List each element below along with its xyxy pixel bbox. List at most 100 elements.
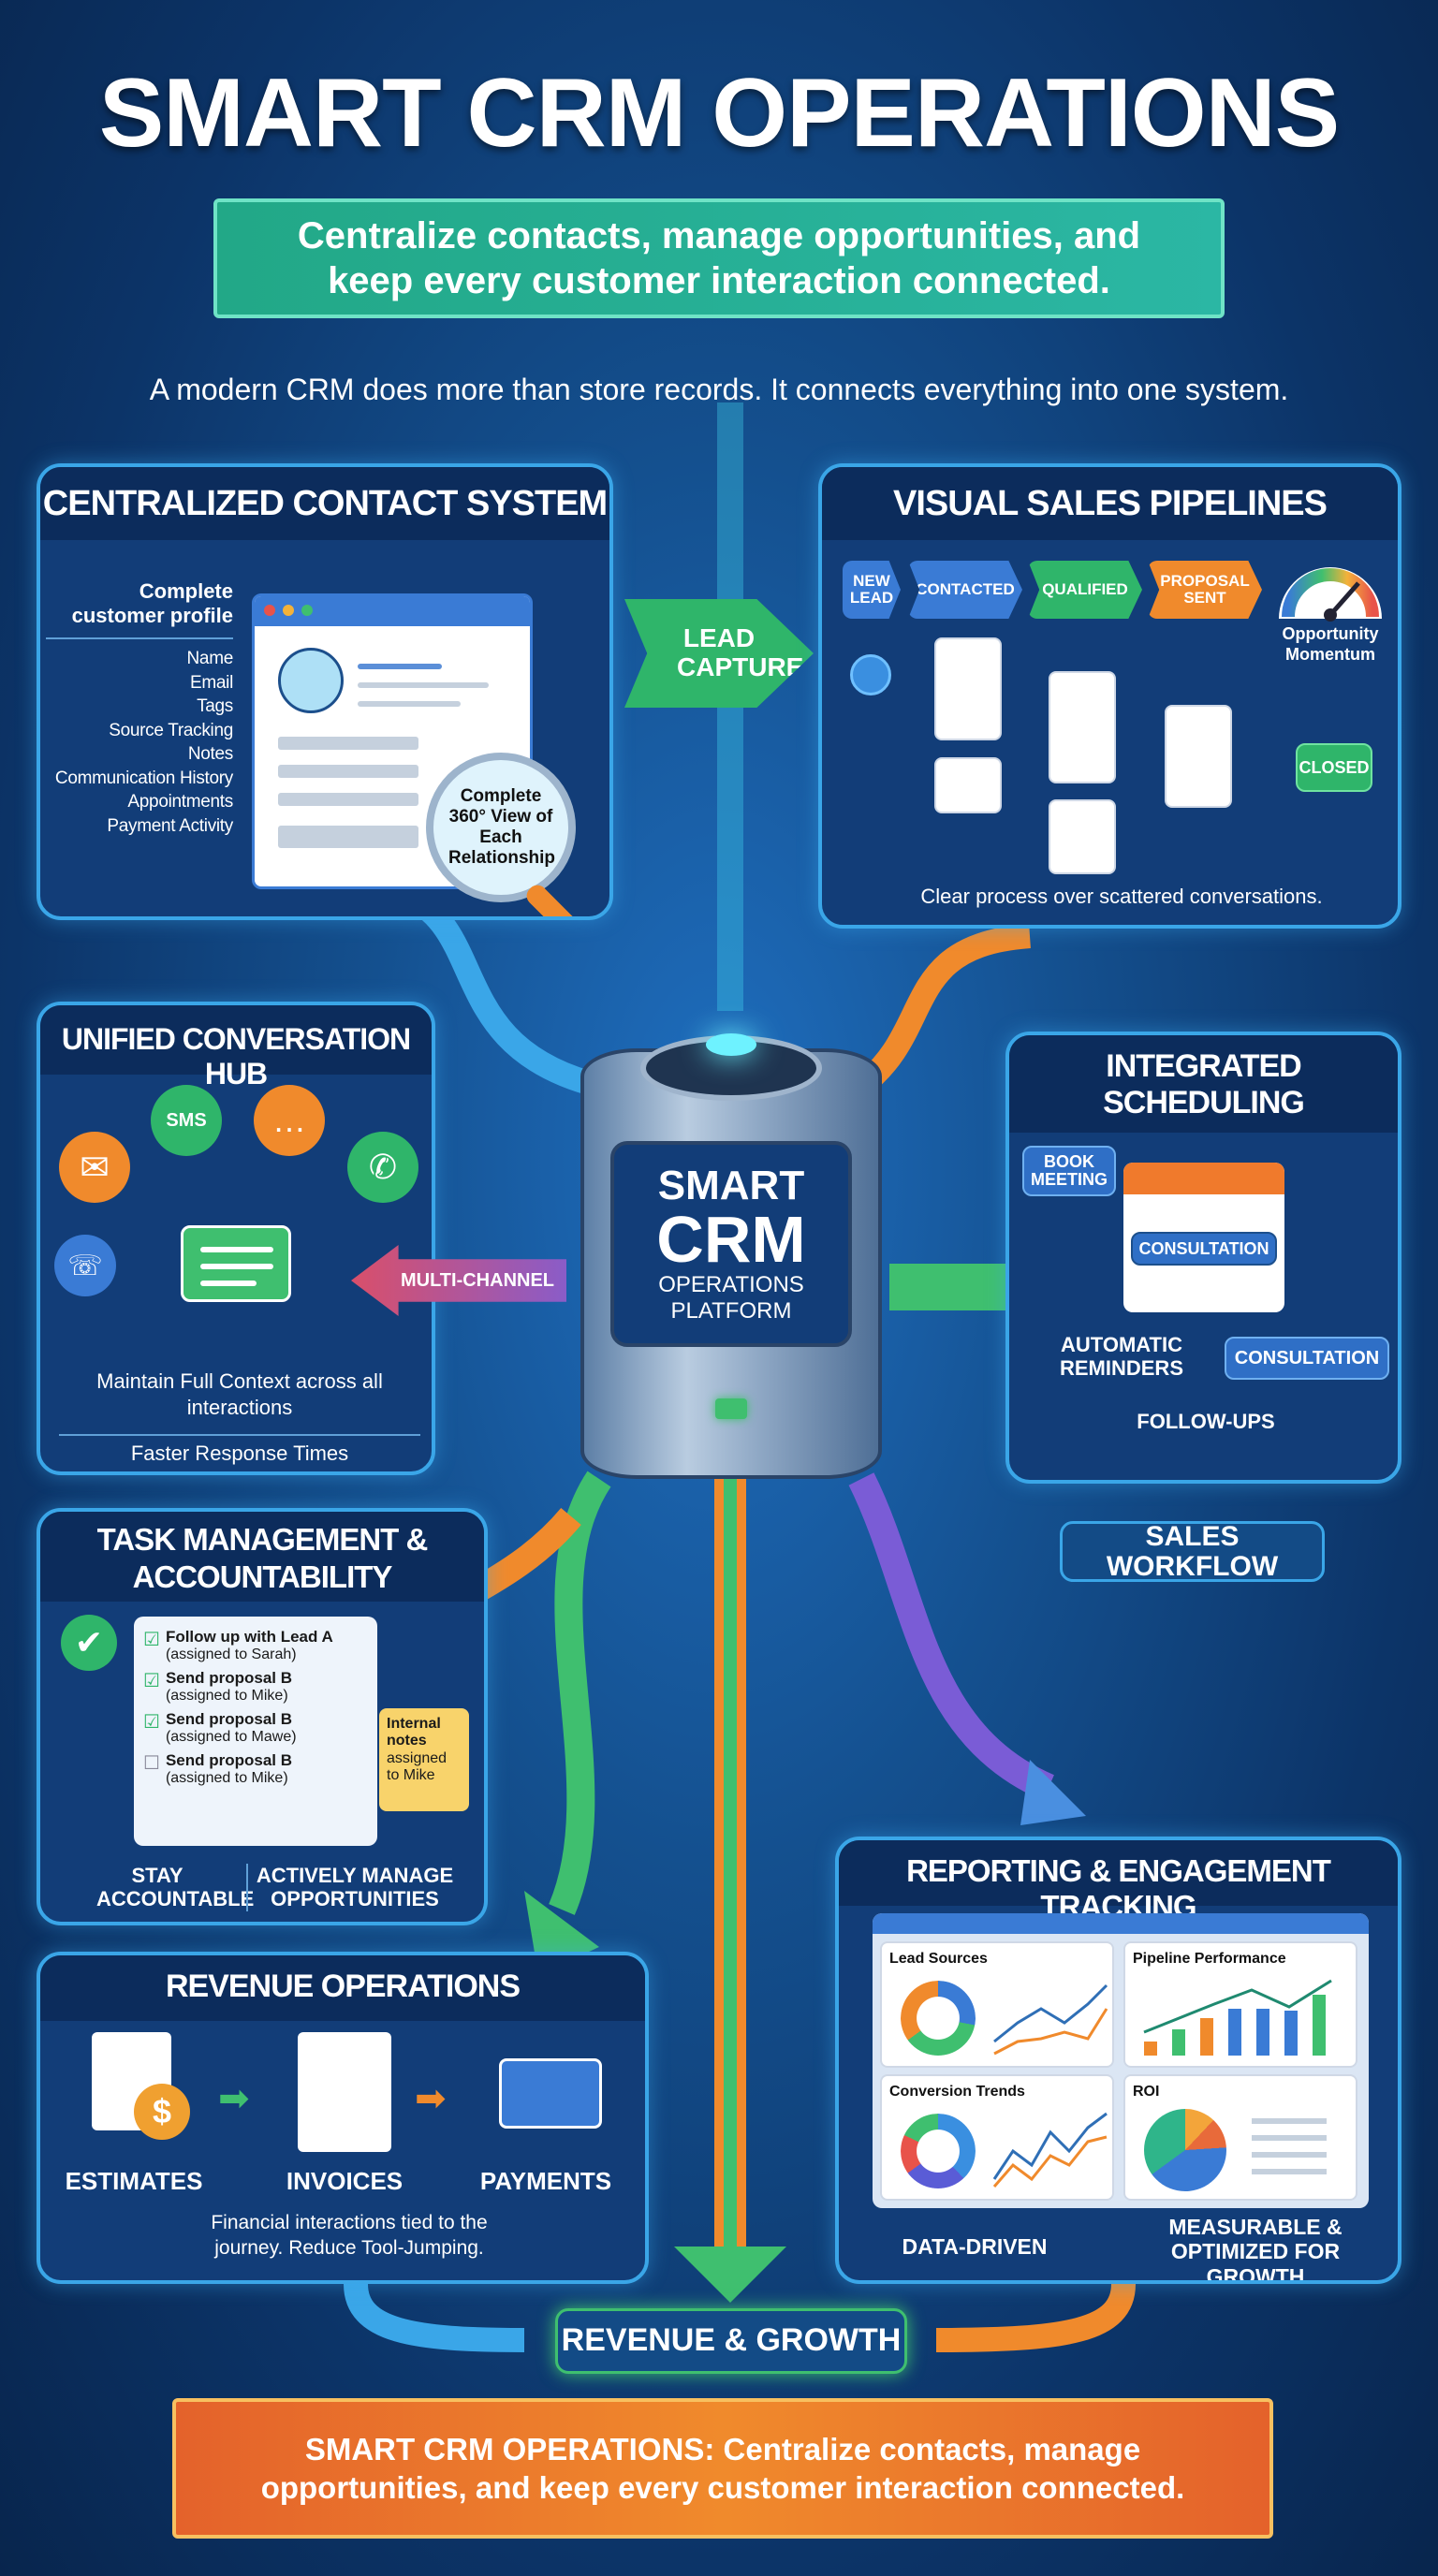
payment-icon xyxy=(499,2058,602,2129)
step-payments: PAYMENTS xyxy=(479,2167,612,2195)
deal-card xyxy=(1049,671,1116,783)
field-tags: Tags xyxy=(197,696,233,716)
email-icon: ✉ xyxy=(59,1132,130,1203)
message-bubble-icon xyxy=(181,1225,291,1302)
contact-panel: CENTRALIZED CONTACT SYSTEM Complete cust… xyxy=(37,463,613,920)
reporting-title: REPORTING & ENGAGEMENT TRACKING xyxy=(839,1840,1398,1924)
field-source: Source Tracking xyxy=(109,720,233,740)
field-payments: Payment Activity xyxy=(107,815,233,836)
scheduling-panel: INTEGRATED SCHEDULING BOOK MEETING CONSU… xyxy=(1005,1032,1401,1484)
field-notes: Notes xyxy=(187,744,233,764)
stage-new-lead: NEW LEAD xyxy=(843,561,901,619)
line-chart-icon xyxy=(992,2112,1108,2188)
step-estimates: ESTIMATES xyxy=(65,2167,203,2195)
consultation-badge: CONSULTATION xyxy=(1131,1232,1277,1266)
deal-card xyxy=(934,637,1002,740)
arrow-icon: ➡ xyxy=(218,2078,250,2119)
crm-platform-core: SMART CRM OPERATIONS PLATFORM xyxy=(580,1033,882,1479)
stage-qualified: QUALIFIED xyxy=(1028,561,1142,619)
step-invoices: INVOICES xyxy=(286,2167,404,2195)
donut-chart-icon xyxy=(901,1981,976,2056)
phone-icon: ✆ xyxy=(347,1132,418,1203)
task-title: TASK MANAGEMENT & ACCOUNTABILITY xyxy=(40,1512,484,1602)
checkbox-checked-icon[interactable]: ☑ xyxy=(143,1712,160,1733)
core-screen: SMART CRM OPERATIONS PLATFORM xyxy=(610,1141,852,1347)
scheduling-title: INTEGRATED SCHEDULING xyxy=(1009,1035,1398,1133)
header-banner: Centralize contacts, manage opportunitie… xyxy=(213,198,1225,318)
task-item[interactable]: ☑Send proposal B(assigned to Mawe) xyxy=(143,1710,297,1745)
revenue-caption: Financial interactions tied to the journ… xyxy=(211,2212,488,2260)
core-line4: PLATFORM xyxy=(670,1297,792,1324)
momentum-gauge-icon xyxy=(1279,567,1382,622)
data-driven: DATA-DRIVEN DECISIONS xyxy=(902,2234,1048,2280)
deal-card xyxy=(1165,705,1232,808)
closed-badge: CLOSED xyxy=(1296,743,1372,792)
conversation-panel: UNIFIED CONVERSATION HUB ✉ SMS … ✆ ☏ Mai… xyxy=(37,1002,435,1475)
subtitle: A modern CRM does more than store record… xyxy=(149,373,1289,406)
pipeline-panel: VISUAL SALES PIPELINES NEW LEAD CONTACTE… xyxy=(818,463,1401,929)
stage-proposal-sent: PROPOSAL SENT xyxy=(1148,561,1262,619)
magnifier-text: Complete 360° View of Each Relationship xyxy=(448,786,556,868)
checkbox-checked-icon[interactable]: ☑ xyxy=(143,1671,160,1691)
task-item[interactable]: ☑Follow up with Lead A(assigned to Sarah… xyxy=(143,1628,333,1662)
measurable-growth: MEASURABLE & OPTIMIZED FOR GROWTH xyxy=(1168,2215,1343,2284)
widget-conversion-trends: Conversion Trends xyxy=(880,2074,1114,2201)
magnifier-icon: Complete 360° View of Each Relationship xyxy=(426,753,576,902)
field-name: Name xyxy=(186,649,234,668)
support-icon: ☏ xyxy=(54,1235,116,1296)
invoice-icon xyxy=(298,2032,391,2152)
automatic-reminders: AUTOMATIC REMINDERS xyxy=(1059,1333,1183,1381)
banner-text: Centralize contacts, manage opportunitie… xyxy=(297,215,1141,301)
gauge-label: Opportunity Momentum xyxy=(1282,624,1379,664)
widget-roi: ROI xyxy=(1123,2074,1357,2201)
core-status-light xyxy=(715,1398,747,1419)
core-light xyxy=(706,1033,756,1056)
page-title: SMART CRM OPERATIONS xyxy=(98,59,1340,168)
line-chart-icon xyxy=(993,1983,1108,2056)
profile-window xyxy=(252,593,533,889)
revenue-panel: REVENUE OPERATIONS $ ➡ ➡ ESTIMATES INVOI… xyxy=(37,1952,649,2284)
footer-text: SMART CRM OPERATIONS: Centralize contact… xyxy=(260,2431,1185,2505)
sms-icon: SMS xyxy=(151,1085,222,1156)
donut-chart-icon xyxy=(901,2114,976,2188)
task-item[interactable]: ☑Send proposal B(assigned to Mike) xyxy=(143,1669,293,1704)
contact-title: CENTRALIZED CONTACT SYSTEM xyxy=(40,467,609,540)
reporting-panel: REPORTING & ENGAGEMENT TRACKING Lead Sou… xyxy=(835,1837,1401,2284)
magnifier-handle xyxy=(522,881,584,916)
dashboard-window: Lead Sources Pipeline Performance Conver… xyxy=(873,1913,1369,2208)
sales-workflow-box: SALES WORKFLOW xyxy=(1060,1521,1325,1582)
field-list: Name Email Tags Source Tracking Notes Co… xyxy=(40,647,233,838)
field-email: Email xyxy=(189,672,233,693)
conversation-caption-1: Maintain Full Context across all interac… xyxy=(96,1369,383,1419)
stay-accountable: STAY ACCOUNTABLE xyxy=(96,1864,255,1911)
conversation-caption-2: Faster Response Times xyxy=(59,1434,420,1466)
checkbox-checked-icon[interactable]: ☑ xyxy=(143,1630,160,1650)
pipeline-title: VISUAL SALES PIPELINES xyxy=(822,467,1398,540)
field-appointments: Appointments xyxy=(127,792,233,812)
task-item[interactable]: ☐Send proposal B(assigned to Mike) xyxy=(143,1751,293,1786)
book-meeting-button: BOOK MEETING xyxy=(1022,1146,1116,1196)
field-history: Communication History xyxy=(54,768,233,788)
core-line3: OPERATIONS xyxy=(658,1272,804,1297)
widget-lead-sources: Lead Sources xyxy=(880,1941,1114,2068)
follow-ups: FOLLOW-UPS xyxy=(1137,1410,1275,1433)
multichannel-label: MULTI-CHANNEL xyxy=(400,1269,555,1291)
revenue-title: REVENUE OPERATIONS xyxy=(40,1955,645,2021)
lead-capture-label: LEAD CAPTURE xyxy=(677,623,804,681)
deal-card xyxy=(1049,799,1116,874)
checkbox-empty-icon[interactable]: ☐ xyxy=(143,1753,160,1774)
estimate-icon: $ xyxy=(92,2032,190,2140)
task-panel: TASK MANAGEMENT & ACCOUNTABILITY ✔ ☑Foll… xyxy=(37,1508,488,1925)
pie-chart-icon xyxy=(1144,2109,1226,2191)
profile-label: Complete customer profile xyxy=(46,579,233,639)
core-line1: SMART xyxy=(657,1163,805,1208)
avatar xyxy=(278,648,344,713)
core-line2: CRM xyxy=(656,1203,806,1276)
lead-dot xyxy=(850,654,891,695)
checkmark-badge-icon: ✔ xyxy=(61,1615,117,1671)
stage-contacted: CONTACTED xyxy=(908,561,1022,619)
actively-manage: ACTIVELY MANAGE OPPORTUNITIES xyxy=(246,1864,462,1911)
task-list: ☑Follow up with Lead A(assigned to Sarah… xyxy=(134,1617,377,1846)
conversation-title: UNIFIED CONVERSATION HUB xyxy=(40,1005,432,1090)
